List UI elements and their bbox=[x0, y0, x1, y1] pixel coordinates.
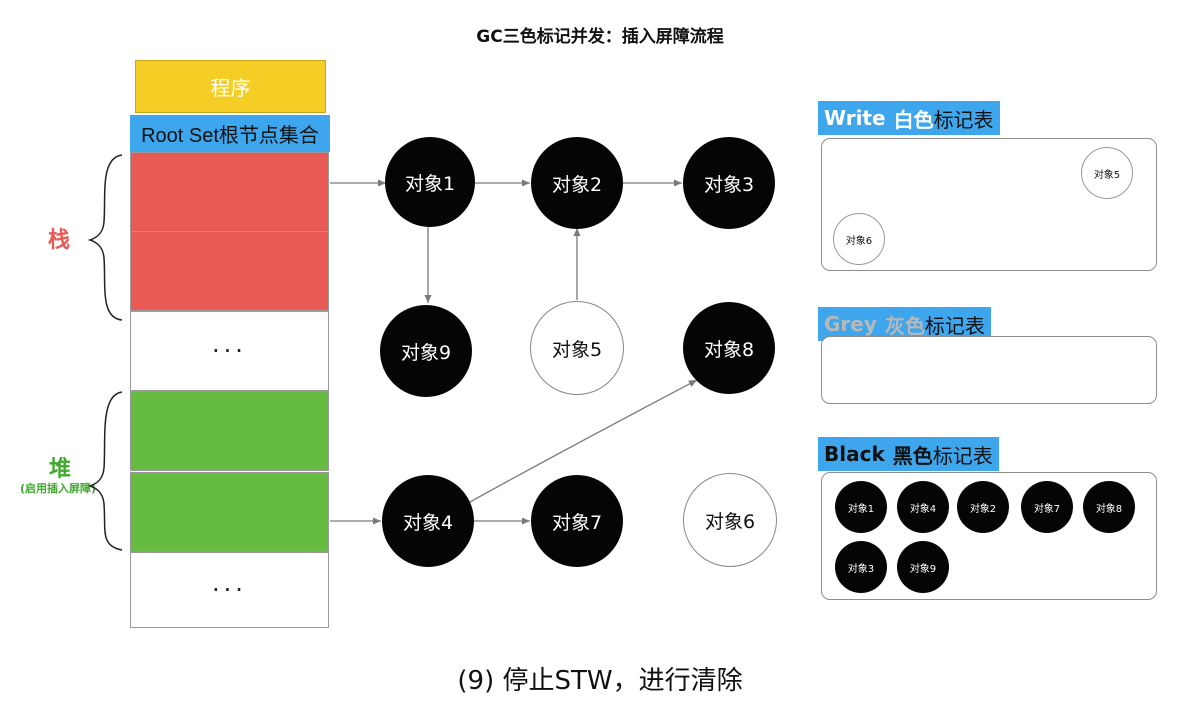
white-table-label: Write 白色 标记表 bbox=[818, 101, 1000, 135]
stack-label: 栈 bbox=[48, 228, 71, 253]
program-box: 程序 bbox=[135, 60, 326, 113]
white-item-1: 对象5 bbox=[1081, 147, 1133, 199]
black-item-7: 对象9 bbox=[897, 541, 949, 593]
black-table-label: Black 黑色 标记表 bbox=[818, 437, 999, 471]
stack-ellipsis: ··· bbox=[130, 311, 329, 391]
object-node-4: 对象4 bbox=[382, 475, 474, 567]
object-node-6: 对象6 bbox=[683, 473, 777, 567]
diagram-title: GC三色标记并发：插入屏障流程 bbox=[476, 27, 724, 47]
object-node-2: 对象2 bbox=[531, 137, 623, 229]
black-item-3: 对象2 bbox=[957, 481, 1009, 533]
black-item-4: 对象7 bbox=[1021, 481, 1073, 533]
black-table-color-word: 黑色 bbox=[892, 443, 933, 468]
grey-table-suffix: 标记表 bbox=[924, 313, 985, 338]
object-node-9: 对象9 bbox=[380, 305, 472, 397]
edge-obj4-obj8 bbox=[469, 379, 698, 503]
white-item-2: 对象6 bbox=[833, 213, 885, 265]
object-node-7: 对象7 bbox=[531, 475, 623, 567]
white-table-box: 对象5 对象6 bbox=[821, 138, 1157, 271]
heap-sublabel: (启用插入屏障) bbox=[19, 482, 97, 495]
grey-table-en: Grey bbox=[824, 312, 877, 336]
heap-cell-2 bbox=[130, 472, 329, 552]
black-item-1: 对象1 bbox=[835, 481, 887, 533]
black-item-2: 对象4 bbox=[897, 481, 949, 533]
stack-ellipsis-text: ··· bbox=[212, 337, 247, 365]
object-node-3: 对象3 bbox=[683, 137, 775, 229]
black-table-en: Black bbox=[824, 442, 885, 466]
stack-cell-2 bbox=[130, 231, 329, 311]
black-item-6: 对象3 bbox=[835, 541, 887, 593]
black-table-box: 对象1 对象4 对象2 对象7 对象8 对象3 对象9 bbox=[821, 472, 1157, 600]
black-table-suffix: 标记表 bbox=[932, 443, 993, 468]
grey-table-box bbox=[821, 336, 1157, 404]
heap-ellipsis: ··· bbox=[130, 552, 329, 628]
heap-brace bbox=[87, 391, 123, 551]
stack-brace bbox=[87, 154, 123, 321]
step-caption: (9) 停止STW，进行清除 bbox=[457, 666, 743, 696]
grey-table-label: Grey 灰色 标记表 bbox=[818, 307, 991, 341]
grey-table-color-word: 灰色 bbox=[884, 313, 925, 338]
object-node-8: 对象8 bbox=[683, 302, 775, 394]
white-table-color-word: 白色 bbox=[893, 107, 934, 132]
heap-label: 堆 bbox=[49, 457, 72, 482]
white-table-suffix: 标记表 bbox=[933, 107, 994, 132]
black-item-5: 对象8 bbox=[1083, 481, 1135, 533]
heap-ellipsis-text: ··· bbox=[212, 576, 247, 604]
heap-cell-1 bbox=[130, 391, 329, 471]
root-set-box: Root Set根节点集合 bbox=[130, 115, 330, 152]
object-node-5: 对象5 bbox=[530, 301, 624, 395]
white-table-en: Write bbox=[824, 106, 886, 130]
object-node-1: 对象1 bbox=[385, 137, 475, 227]
